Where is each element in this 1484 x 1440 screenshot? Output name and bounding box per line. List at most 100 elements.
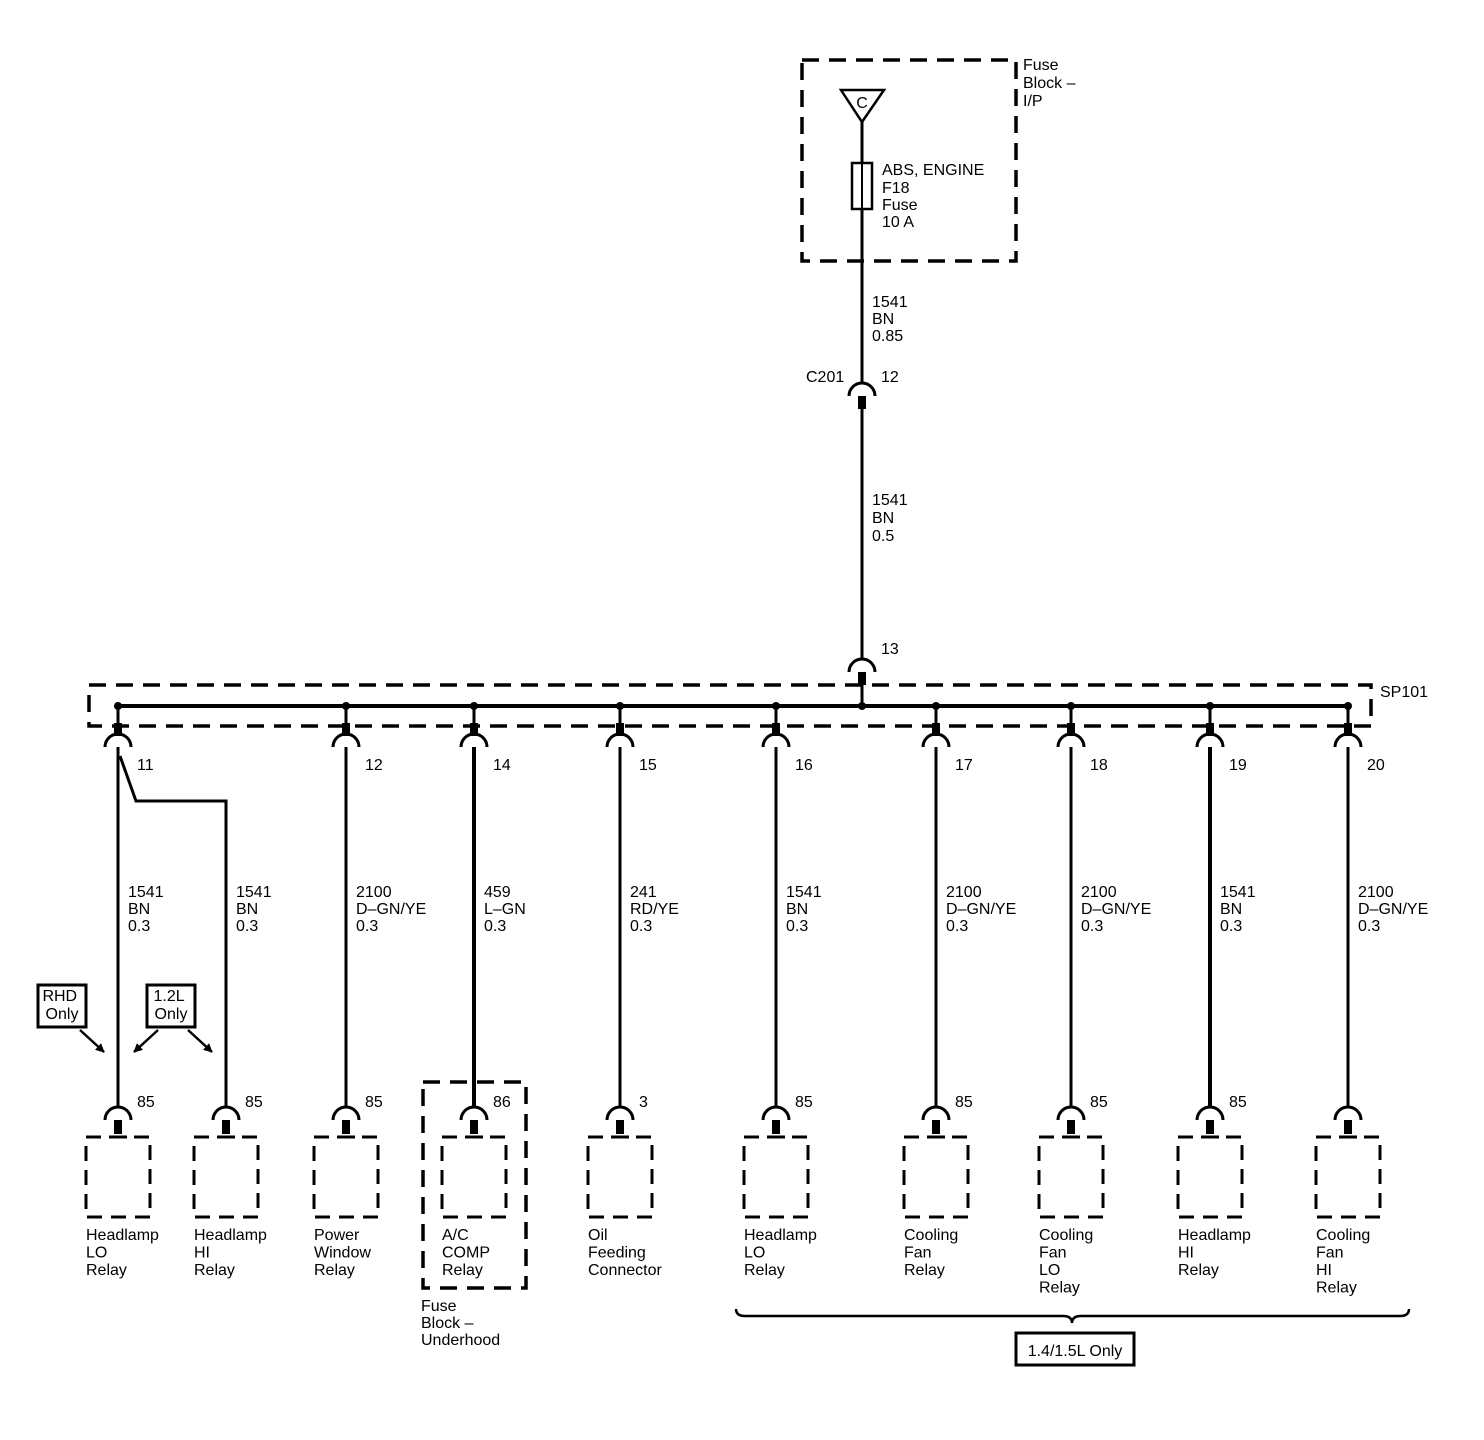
splice-pin-number: 15 [639, 757, 657, 774]
splice-input-pin: 13 [881, 641, 899, 658]
relay-box [742, 1135, 810, 1219]
splice-pin-connector [331, 732, 361, 748]
source-letter: C [856, 95, 868, 112]
relay-terminal: 85 [795, 1094, 813, 1111]
relay-connector [605, 1105, 635, 1121]
relay-connector [103, 1105, 133, 1121]
relay-terminal: 85 [137, 1094, 155, 1111]
relay-box [1314, 1135, 1382, 1219]
splice-pin-connector [605, 732, 635, 748]
relay-connector [331, 1105, 361, 1121]
note-1-2l-only: 1.2L Only [133, 983, 213, 1053]
splice-pin-connector [921, 732, 951, 748]
splice-pin-number: 14 [493, 757, 511, 774]
splice-pin-connector [459, 732, 489, 748]
relay-box [84, 1135, 152, 1219]
splice-pin-number: 17 [955, 757, 973, 774]
splice-pin-connector [1333, 732, 1363, 748]
svg-text:1.4/1.5L Only: 1.4/1.5L Only [1028, 1343, 1123, 1360]
note-1-4-1-5l-only: 1.4/1.5L Only [734, 1308, 1411, 1367]
relay-connector [1333, 1105, 1363, 1121]
relay-terminal: 85 [365, 1094, 383, 1111]
note-rhd-only: RHD Only [36, 983, 105, 1053]
svg-text:1.2L Only: 1.2L Only [154, 988, 189, 1023]
svg-text:RHD Only: RHD Only [42, 988, 81, 1023]
relay-terminal: 85 [955, 1094, 973, 1111]
relay-box [902, 1135, 970, 1219]
wire-2 [118, 755, 228, 1108]
splice-input-connector [847, 657, 877, 673]
splice-pin-number: 20 [1367, 757, 1385, 774]
relay-box [440, 1135, 508, 1219]
battery-source-triangle: C [838, 88, 887, 125]
relay-connector [761, 1105, 791, 1121]
splice-pin-number: 11 [137, 757, 154, 774]
splice-pin-number: 18 [1090, 757, 1108, 774]
relay-connector [211, 1105, 241, 1121]
fuse-block-ip-label: Fuse Block – I/P [1023, 57, 1080, 110]
relay-box [192, 1135, 260, 1219]
relay-terminal: 85 [1229, 1094, 1247, 1111]
splice-pin-number: 16 [795, 757, 813, 774]
splice-pin-connector [761, 732, 791, 748]
relay-box [586, 1135, 654, 1219]
fuse-block-underhood: Fuse Block – Underhood [421, 1080, 528, 1349]
relay-box [312, 1135, 380, 1219]
feed-wire-upper-label: 1541 BN 0.85 [872, 294, 912, 345]
engine-bracket [734, 1308, 1411, 1324]
relay-box [1037, 1135, 1105, 1219]
feed-wire-lower-label: 1541 BN 0.5 [872, 492, 912, 545]
splice-pin-connector [103, 732, 133, 748]
splice-pin-connector [1195, 732, 1225, 748]
relay-connector [1056, 1105, 1086, 1121]
splice-name: SP101 [1380, 684, 1428, 701]
splice-pin-connector [1056, 732, 1086, 748]
splice-pin-number: 19 [1229, 757, 1247, 774]
connector-c201-name: C201 [806, 369, 844, 386]
relay-connector [921, 1105, 951, 1121]
relay-connector [1195, 1105, 1225, 1121]
relay-terminal: 86 [493, 1094, 511, 1111]
fuse-block-ip: Fuse Block – I/P C ABS, ENGINE F18 Fuse … [800, 57, 1080, 263]
relay-terminal: 85 [245, 1094, 263, 1111]
relay-terminal: 3 [639, 1094, 648, 1111]
splice-outline [87, 683, 1373, 728]
fuse-block-ip-outline [800, 58, 1018, 263]
connector-c201-pin: 12 [881, 369, 899, 386]
fuse-block-underhood-outline [421, 1080, 528, 1290]
connector-c201: C201 12 [806, 369, 899, 409]
fuse-label: ABS, ENGINE F18 Fuse 10 A [882, 162, 989, 231]
fuse-block-underhood-label: Fuse Block – Underhood [421, 1298, 500, 1349]
relay-box [1176, 1135, 1244, 1219]
